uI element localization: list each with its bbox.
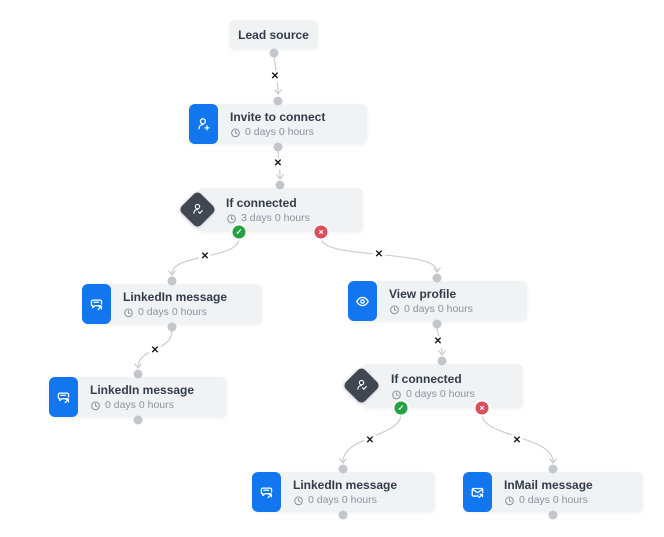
node-delay: 0 days 0 hours xyxy=(230,126,325,138)
node-title: If connected xyxy=(391,372,462,386)
port-in-if-connected-1[interactable] xyxy=(275,180,285,190)
yes-branch-port[interactable]: ✓ xyxy=(232,225,246,239)
delete-edge-icon[interactable]: ✕ xyxy=(372,249,386,261)
node-invite-to-connect[interactable]: Invite to connect 0 days 0 hours xyxy=(189,104,367,144)
node-linkedin-message-2[interactable]: LinkedIn message 0 days 0 hours xyxy=(49,377,227,417)
clock-icon xyxy=(392,390,401,399)
edge-view-to-if2-arrow xyxy=(438,350,446,356)
node-title: Invite to connect xyxy=(230,110,326,124)
message-arrow-icon xyxy=(252,472,281,512)
node-delay: 0 days 0 hours xyxy=(389,303,473,315)
edge-if1-yes-to-lm1-arrow xyxy=(168,270,176,276)
port-in-view-profile[interactable] xyxy=(432,273,442,283)
node-delay: 0 days 0 hours xyxy=(391,388,475,400)
node-if-connected-1[interactable]: If connected 3 days 0 hours xyxy=(197,188,363,232)
edge-lm1-to-lm2-arrow xyxy=(134,363,142,369)
node-if-connected-2[interactable]: If connected 0 days 0 hours xyxy=(362,364,523,408)
port-out-linkedin-message-3[interactable] xyxy=(338,510,348,520)
clock-icon xyxy=(505,496,514,505)
delete-edge-icon[interactable]: ✕ xyxy=(268,71,282,83)
edge-if2-no-to-inmail-arrow xyxy=(549,458,557,464)
node-delay: 0 days 0 hours xyxy=(123,306,227,318)
clock-icon xyxy=(390,305,399,314)
delete-edge-icon[interactable]: ✕ xyxy=(510,435,524,447)
user-check-icon xyxy=(178,190,217,229)
port-in-linkedin-message-3[interactable] xyxy=(338,464,348,474)
user-check-icon xyxy=(342,366,381,405)
node-title: LinkedIn message xyxy=(90,383,195,397)
clock-icon xyxy=(294,496,303,505)
port-in-inmail-message[interactable] xyxy=(548,464,558,474)
delete-edge-icon[interactable]: ✕ xyxy=(271,158,285,170)
node-view-profile[interactable]: View profile 0 days 0 hours xyxy=(348,281,527,321)
node-delay: 0 days 0 hours xyxy=(504,494,593,506)
mail-arrow-icon xyxy=(463,472,492,512)
port-out-invite-to-connect[interactable] xyxy=(273,142,283,152)
port-in-if-connected-2[interactable] xyxy=(437,356,447,366)
clock-icon xyxy=(124,308,133,317)
delete-edge-icon[interactable]: ✕ xyxy=(198,251,212,263)
edge-if2-yes-to-lm3-arrow xyxy=(339,458,347,464)
port-in-invite-to-connect[interactable] xyxy=(273,96,283,106)
edge-invite-to-if1-arrow xyxy=(276,174,284,180)
port-in-linkedin-message-2[interactable] xyxy=(133,369,143,379)
edge-lead-to-invite-arrow xyxy=(274,89,282,95)
node-linkedin-message-3[interactable]: LinkedIn message 0 days 0 hours xyxy=(252,472,435,512)
yes-branch-port[interactable]: ✓ xyxy=(394,401,408,415)
node-delay: 3 days 0 hours xyxy=(226,212,310,224)
node-delay: 0 days 0 hours xyxy=(90,399,194,411)
port-in-linkedin-message-1[interactable] xyxy=(167,276,177,286)
delete-edge-icon[interactable]: ✕ xyxy=(363,435,377,447)
delete-edge-icon[interactable]: ✕ xyxy=(431,336,445,348)
port-out-linkedin-message-1[interactable] xyxy=(167,322,177,332)
node-delay: 0 days 0 hours xyxy=(293,494,397,506)
node-inmail-message[interactable]: InMail message 0 days 0 hours xyxy=(463,472,643,512)
clock-icon xyxy=(227,214,236,223)
port-out-inmail-message[interactable] xyxy=(548,510,558,520)
edge-if1-no-to-view-arrow xyxy=(433,267,441,273)
node-linkedin-message-1[interactable]: LinkedIn message 0 days 0 hours xyxy=(82,284,262,324)
node-title: InMail message xyxy=(504,478,593,492)
node-title: If connected xyxy=(226,196,297,210)
node-title: Lead source xyxy=(238,27,309,42)
port-out-view-profile[interactable] xyxy=(432,319,442,329)
node-lead-source[interactable]: Lead source xyxy=(229,20,318,49)
node-title: LinkedIn message xyxy=(293,478,398,492)
node-title: LinkedIn message xyxy=(123,290,228,304)
no-branch-port[interactable]: ✕ xyxy=(475,401,489,415)
no-branch-port[interactable]: ✕ xyxy=(314,225,328,239)
user-plus-icon xyxy=(189,104,218,144)
node-title: View profile xyxy=(389,287,457,301)
port-out-linkedin-message-2[interactable] xyxy=(133,415,143,425)
clock-icon xyxy=(91,401,100,410)
message-arrow-icon xyxy=(49,377,78,417)
port-out-lead-source[interactable] xyxy=(269,48,279,58)
eye-icon xyxy=(348,281,377,321)
message-arrow-icon xyxy=(82,284,111,324)
clock-icon xyxy=(231,128,240,137)
delete-edge-icon[interactable]: ✕ xyxy=(148,345,162,357)
